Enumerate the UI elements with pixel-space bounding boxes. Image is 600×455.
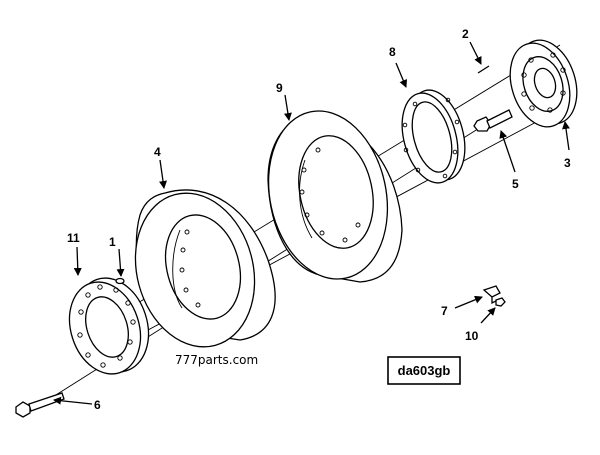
arrow-3 bbox=[562, 121, 570, 151]
part-10-nut bbox=[495, 297, 506, 307]
arrow-1 bbox=[116, 248, 125, 277]
callout-6: 6 bbox=[94, 398, 101, 412]
part-6-long-bolt bbox=[15, 392, 65, 418]
leader-arrows bbox=[53, 41, 570, 405]
drawing-code-text: da603gb bbox=[398, 363, 451, 378]
watermark-text: 777parts.com bbox=[175, 353, 258, 367]
part-5-hex-bolt bbox=[473, 109, 513, 132]
callout-2: 2 bbox=[462, 27, 469, 41]
arrow-6 bbox=[53, 396, 93, 405]
part-8-adapter-ring bbox=[401, 89, 466, 184]
callout-11: 11 bbox=[67, 231, 80, 245]
callout-5: 5 bbox=[512, 177, 519, 191]
part-4-outer-ring bbox=[134, 189, 276, 348]
outer-ring-holes bbox=[179, 229, 201, 308]
damper-ring-holes bbox=[299, 147, 361, 243]
arrow-4 bbox=[159, 159, 167, 189]
drawing-code-box: da603gb bbox=[387, 356, 461, 385]
arrow-9 bbox=[283, 94, 292, 121]
part-2-dowel-pin bbox=[477, 65, 490, 74]
callout-1: 1 bbox=[109, 235, 116, 249]
arrow-5 bbox=[499, 130, 516, 173]
hub-bolt-holes bbox=[521, 52, 566, 113]
callout-labels: 1 2 3 4 5 6 7 8 9 10 11 bbox=[67, 27, 571, 412]
callout-3: 3 bbox=[564, 156, 571, 170]
arrow-7 bbox=[454, 295, 483, 309]
part-9-damper-ring bbox=[267, 110, 403, 283]
arrow-8 bbox=[395, 62, 407, 88]
part-1-washer bbox=[115, 277, 125, 285]
arrow-10 bbox=[480, 307, 496, 324]
part-11-flange-plate bbox=[68, 277, 150, 375]
arrow-11 bbox=[73, 246, 82, 276]
arrow-2 bbox=[469, 41, 482, 65]
adapter-ring-holes bbox=[402, 97, 460, 179]
callout-8: 8 bbox=[389, 45, 396, 59]
callout-10: 10 bbox=[465, 329, 479, 343]
flange-bolt-holes bbox=[77, 284, 136, 368]
callout-9: 9 bbox=[276, 81, 283, 95]
callout-7: 7 bbox=[441, 304, 448, 318]
callout-4: 4 bbox=[154, 145, 161, 159]
part-3-front-hub bbox=[509, 39, 578, 128]
